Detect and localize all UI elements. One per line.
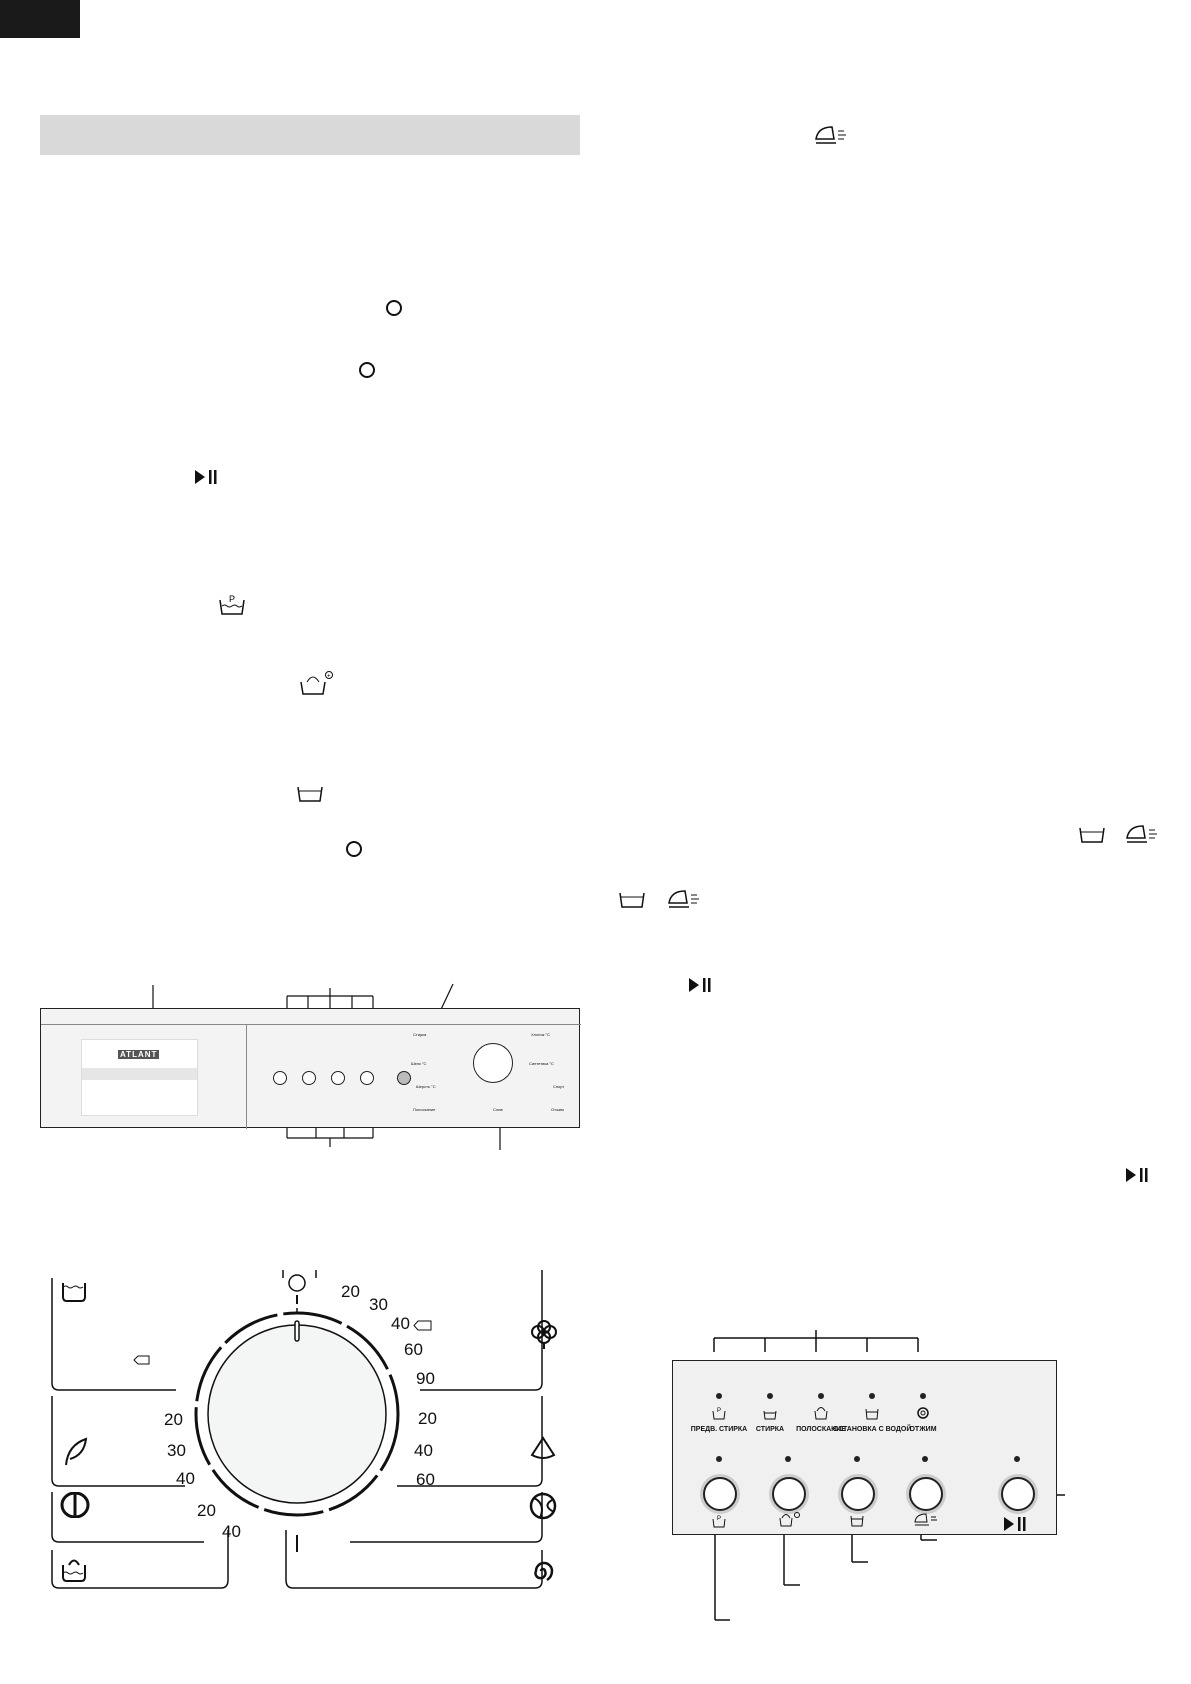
page-tab-marker — [0, 0, 80, 38]
delicate-temp-label: 30 — [167, 1441, 186, 1460]
rinse-icon — [814, 1407, 828, 1420]
svg-text:+: + — [327, 674, 331, 680]
easy-iron-button[interactable] — [909, 1477, 943, 1511]
indicator-led — [716, 1393, 722, 1399]
eco-tag-icon — [133, 1355, 150, 1365]
detergent-drawer[interactable]: ATLANT — [81, 1039, 198, 1116]
power-circle-icon — [359, 362, 375, 378]
easy-iron-button[interactable] — [360, 1071, 374, 1085]
indicator-label-spin: ОТЖИМ — [909, 1426, 937, 1433]
indicator-label-rinse-hold: ОСТАНОВКА С ВОДОЙ — [832, 1426, 912, 1433]
prewash-icon: P — [712, 1408, 726, 1420]
cotton-temp-label: 60 — [404, 1340, 423, 1359]
rinse-plus-icon: + — [300, 671, 333, 695]
easy-iron-icon — [668, 890, 699, 908]
eco-tag-icon — [413, 1320, 432, 1331]
wool-temp-label: 40 — [222, 1522, 241, 1541]
synthetic-temp-label: 60 — [416, 1470, 435, 1489]
easy-iron-icon — [914, 1513, 937, 1526]
rinse-plus-icon — [779, 1512, 800, 1527]
indicator-label-prewash: ПРЕДВ. СТИРКА — [690, 1426, 748, 1433]
wool-temp-label: 20 — [197, 1501, 216, 1520]
wash-hold-icon — [619, 892, 645, 908]
wash-icon — [763, 1410, 777, 1420]
rinse-plus-button[interactable] — [772, 1477, 806, 1511]
dial-label: Стирка — [413, 1032, 427, 1037]
brand-logo: ATLANT — [118, 1050, 160, 1059]
play-pause-icon — [1004, 1517, 1026, 1531]
svg-text:P: P — [229, 594, 235, 604]
synthetic-icon — [530, 1436, 556, 1459]
wash-hold-icon — [297, 786, 323, 802]
prewash-icon: P — [219, 594, 245, 615]
section-header-bar — [40, 115, 580, 155]
easy-iron-icon — [1126, 825, 1157, 843]
play-pause-icon — [1126, 1168, 1148, 1182]
indicator-led — [869, 1393, 875, 1399]
dial-label: Хлопок °С — [531, 1032, 551, 1037]
cotton-temp-label: 40 — [391, 1314, 410, 1333]
spin-icon — [917, 1407, 929, 1419]
indicator-label-wash: СТИРКА — [755, 1426, 785, 1433]
dial-label: Отжим — [551, 1107, 564, 1112]
button-led — [716, 1456, 722, 1462]
cotton-icon — [531, 1320, 557, 1349]
control-panel-detail: ПРЕДВ. СТИРКА СТИРКА ПОЛОСКАНИЕ ОСТАНОВК… — [672, 1360, 1057, 1535]
svg-text:P: P — [717, 1516, 721, 1522]
synthetic-temp-label: 40 — [414, 1441, 433, 1460]
program-dial-small[interactable] — [473, 1043, 513, 1083]
prewash-button[interactable] — [703, 1477, 737, 1511]
indicator-label-rinse: ПОЛОСКАНИЕ — [796, 1426, 846, 1433]
delicate-temp-label: 20 — [164, 1410, 183, 1429]
indicator-led — [920, 1393, 926, 1399]
button-led — [854, 1456, 860, 1462]
delicate-feather-icon — [65, 1437, 88, 1466]
sport-ball-icon — [529, 1492, 557, 1520]
delicate-temp-label: 40 — [176, 1469, 195, 1488]
dial-label: Синтетика °С — [529, 1061, 554, 1066]
power-circle-icon — [386, 300, 402, 316]
play-pause-icon — [689, 978, 711, 992]
rinse-hold-icon — [865, 1408, 879, 1420]
wool-icon — [60, 1492, 90, 1518]
dial-label: Шерсть °С — [416, 1084, 436, 1089]
button-led — [785, 1456, 791, 1462]
rinse-hold-icon — [850, 1515, 864, 1527]
indicator-led — [767, 1393, 773, 1399]
dial-label: Шелк °С — [411, 1061, 427, 1066]
wash-program-icon — [62, 1283, 86, 1302]
prewash-button[interactable] — [273, 1071, 287, 1085]
cotton-temp-label: 20 — [341, 1282, 360, 1301]
dial-label: Слив — [493, 1107, 503, 1112]
spin-program-icon — [534, 1561, 554, 1582]
cotton-temp-label: 30 — [369, 1295, 388, 1314]
prewash-icon: P — [712, 1516, 726, 1528]
power-circle-icon — [346, 841, 362, 857]
rinse-plus-button[interactable] — [302, 1071, 316, 1085]
start-pause-button[interactable] — [397, 1071, 411, 1085]
wash-hold-icon — [1079, 827, 1105, 843]
easy-iron-icon — [815, 126, 846, 144]
control-panel-overview: ATLANT Стирка Хлопок °С Шелк °С Синтетик… — [40, 1008, 581, 1129]
button-led — [922, 1456, 928, 1462]
synthetic-temp-label: 20 — [418, 1409, 437, 1428]
rinse-program-icon — [62, 1559, 86, 1582]
program-dial-diagram — [51, 1270, 543, 1589]
dial-label: Полоскание — [413, 1107, 436, 1112]
dial-label: Спорт — [553, 1084, 565, 1089]
start-pause-button[interactable] — [1001, 1477, 1035, 1511]
play-pause-icon — [195, 470, 217, 484]
button-led — [1014, 1456, 1020, 1462]
indicator-led — [818, 1393, 824, 1399]
cotton-temp-label: 90 — [416, 1369, 435, 1388]
svg-text:P: P — [717, 1408, 721, 1414]
rinse-hold-button[interactable] — [841, 1477, 875, 1511]
rinse-hold-button[interactable] — [331, 1071, 345, 1085]
